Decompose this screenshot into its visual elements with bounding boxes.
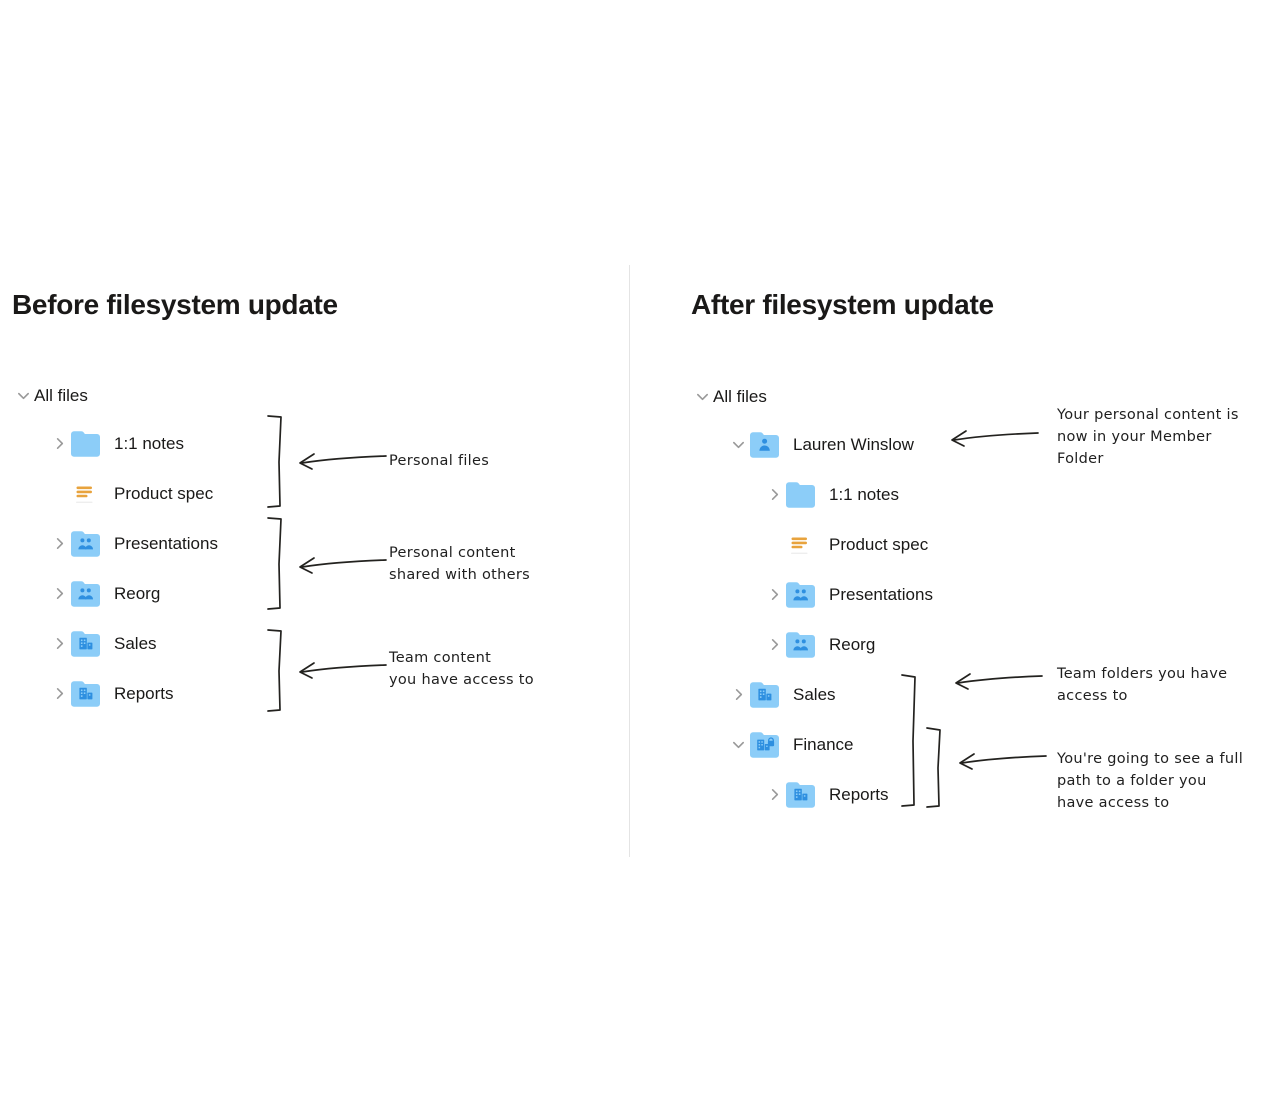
- tree-row[interactable]: Reorg: [12, 568, 302, 618]
- annotation-team-content: Team content you have access to: [389, 650, 534, 688]
- folder-team-icon: [70, 628, 104, 658]
- tree-row[interactable]: Sales: [691, 669, 991, 719]
- arrow-full-path: [959, 753, 1047, 770]
- tree-row-label: Lauren Winslow: [793, 434, 914, 454]
- tree-row-label: Reports: [114, 683, 174, 703]
- tree-row-label: Presentations: [829, 584, 933, 604]
- chevron-down-icon[interactable]: [727, 733, 749, 755]
- tree-row-label: All files: [34, 385, 88, 405]
- annotation-personal-files: Personal files: [389, 453, 490, 469]
- tree-row[interactable]: Presentations: [691, 569, 991, 619]
- page-title-before: Before filesystem update: [12, 289, 338, 320]
- arrow-personal-shared: [299, 557, 387, 574]
- tree-row-all-files[interactable]: All files: [691, 373, 991, 419]
- chevron-right-icon[interactable]: [48, 432, 70, 454]
- arrow-personal-files: [299, 453, 387, 470]
- tree-row[interactable]: Presentations: [12, 518, 302, 568]
- chevron-right-icon[interactable]: [48, 682, 70, 704]
- folder-shared-icon: [70, 578, 104, 608]
- tree-row[interactable]: Product spec: [12, 468, 302, 518]
- panel-divider: [629, 265, 630, 857]
- tree-row-label: Finance: [793, 734, 854, 754]
- panel-before-update: Before filesystem update All files 1:1 no…: [0, 0, 629, 1100]
- chevron-down-icon[interactable]: [12, 384, 34, 406]
- tree-row[interactable]: Lauren Winslow: [691, 419, 991, 469]
- bracket-full-path: [926, 727, 941, 808]
- tree-row-label: All files: [713, 386, 767, 406]
- folder-team-icon: [749, 679, 783, 709]
- arrow-team-folders: [955, 673, 1043, 690]
- tree-row[interactable]: Reports: [691, 769, 991, 819]
- tree-row-label: Presentations: [114, 533, 218, 553]
- folder-member-icon: [749, 429, 783, 459]
- chevron-right-icon[interactable]: [763, 783, 785, 805]
- page-title-after: After filesystem update: [691, 289, 994, 320]
- tree-row-label: Reports: [829, 784, 889, 804]
- tree-row-label: Sales: [114, 633, 157, 653]
- paper-doc-icon: [785, 529, 819, 559]
- annotation-team-folders: Team folders you have access to: [1057, 666, 1228, 704]
- folder-team-icon: [70, 678, 104, 708]
- chevron-right-icon[interactable]: [48, 582, 70, 604]
- tree-row[interactable]: Reports: [12, 668, 302, 718]
- tree-row-label: Product spec: [829, 534, 929, 554]
- tree-row[interactable]: Reorg: [691, 619, 991, 669]
- annotation-member-folder: Your personal content is now in your Mem…: [1057, 407, 1239, 467]
- tree-row-label: Reorg: [829, 634, 876, 654]
- tree-row-label: Reorg: [114, 583, 161, 603]
- folder-team-icon: [785, 779, 819, 809]
- annotation-personal-shared: Personal content shared with others: [389, 545, 530, 583]
- tree-row-label: 1:1 notes: [114, 433, 184, 453]
- folder-shared-icon: [70, 528, 104, 558]
- tree-row[interactable]: Sales: [12, 618, 302, 668]
- chevron-right-icon[interactable]: [727, 683, 749, 705]
- tree-row[interactable]: Finance: [691, 719, 991, 769]
- chevron-right-icon[interactable]: [763, 583, 785, 605]
- chevron-right-icon[interactable]: [763, 483, 785, 505]
- annotation-full-path: You're going to see a full path to a fol…: [1057, 751, 1244, 811]
- bracket-team-content: [267, 629, 282, 712]
- tree-row-label: Product spec: [114, 483, 214, 503]
- tree-row[interactable]: 1:1 notes: [691, 469, 991, 519]
- tree-row-label: 1:1 notes: [829, 484, 899, 504]
- chevron-right-icon[interactable]: [48, 632, 70, 654]
- chevron-right-icon[interactable]: [48, 532, 70, 554]
- bracket-personal-files: [267, 415, 282, 508]
- chevron-down-icon[interactable]: [691, 385, 713, 407]
- arrow-member-folder: [951, 430, 1039, 447]
- bracket-personal-shared: [267, 517, 282, 610]
- folder-locked-icon: [749, 729, 783, 759]
- folder-plain-icon: [70, 428, 104, 458]
- paper-doc-icon: [70, 478, 104, 508]
- tree-row[interactable]: 1:1 notes: [12, 418, 302, 468]
- tree-row-label: Sales: [793, 684, 836, 704]
- chevron-down-icon[interactable]: [727, 433, 749, 455]
- bracket-team-folders: [901, 674, 916, 807]
- arrow-team-content: [299, 662, 387, 679]
- chevron-right-icon[interactable]: [763, 633, 785, 655]
- folder-plain-icon: [785, 479, 819, 509]
- tree-row-all-files[interactable]: All files: [12, 372, 302, 418]
- folder-shared-icon: [785, 579, 819, 609]
- folder-shared-icon: [785, 629, 819, 659]
- tree-row[interactable]: Product spec: [691, 519, 991, 569]
